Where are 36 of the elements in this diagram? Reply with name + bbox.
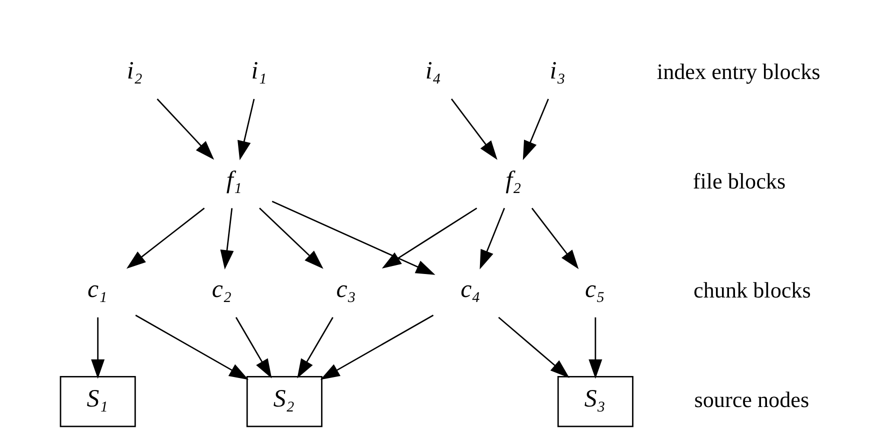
node-text: f₁ — [226, 166, 242, 194]
node-text: c₂ — [211, 276, 232, 304]
node-box: S₃ — [556, 376, 633, 428]
arrow — [237, 98, 254, 160]
arrow — [588, 317, 602, 379]
arrow — [271, 200, 435, 275]
node-text: i₂ — [126, 58, 142, 85]
arrow — [530, 208, 578, 270]
arrow — [126, 208, 204, 269]
node-text: c₅ — [584, 276, 604, 304]
node-text: i₁ — [250, 58, 266, 85]
label: chunk blocks — [693, 278, 810, 303]
node-box: S₁ — [59, 376, 136, 428]
arrow — [90, 317, 104, 379]
node-box: S₂ — [246, 376, 322, 428]
arrow — [522, 98, 548, 160]
label: source nodes — [694, 386, 809, 412]
arrow — [220, 208, 234, 270]
arrow — [450, 98, 497, 160]
arrow — [134, 314, 248, 380]
node-text: c₄ — [460, 276, 480, 304]
arrow — [320, 314, 434, 380]
arrow — [234, 317, 272, 378]
node-text: i₄ — [424, 58, 440, 85]
node-text: i₃ — [549, 58, 565, 85]
arrow — [381, 208, 477, 269]
node-text: c₃ — [336, 276, 356, 304]
arrow — [296, 317, 333, 378]
arrow — [479, 208, 505, 270]
arrow — [498, 316, 569, 378]
label: file blocks — [692, 168, 786, 194]
node-text: f₂ — [505, 166, 521, 194]
label: index entry blocks — [656, 59, 820, 84]
node-text: c₁ — [86, 276, 107, 304]
arrow — [258, 208, 323, 269]
arrow — [156, 98, 214, 160]
